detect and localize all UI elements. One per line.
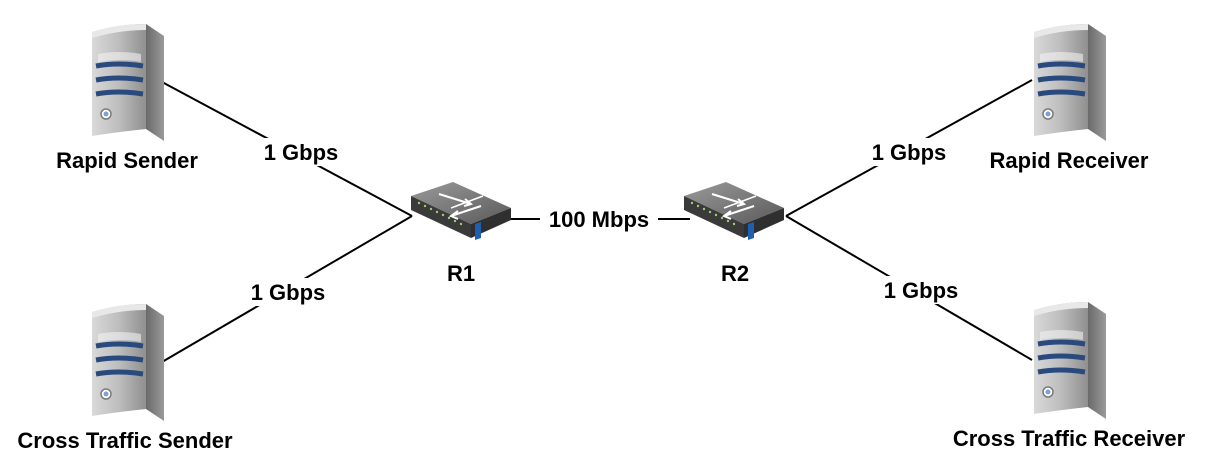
- node-label-r1: R1: [447, 261, 475, 286]
- link-label-r2-cross-receiver: 1 Gbps: [884, 278, 959, 303]
- link-labels: 1 Gbps 1 Gbps 100 Mbps 1 Gbps 1 Gbps: [245, 138, 964, 306]
- node-rapid-receiver: Rapid Receiver: [990, 24, 1149, 173]
- link-label-r2-rapid-receiver: 1 Gbps: [872, 140, 947, 165]
- router-icon: [410, 181, 512, 241]
- node-r1: R1: [410, 181, 512, 286]
- node-label-cross-traffic-sender: Cross Traffic Sender: [17, 428, 233, 453]
- node-label-r2: R2: [721, 261, 749, 286]
- server-icon: [88, 24, 164, 141]
- node-cross-traffic-sender: Cross Traffic Sender: [17, 304, 233, 453]
- link-label-r1-r2: 100 Mbps: [549, 207, 649, 232]
- link-label-cross-sender-r1: 1 Gbps: [251, 280, 326, 305]
- node-cross-traffic-receiver: Cross Traffic Receiver: [953, 302, 1186, 451]
- node-r2: R2: [683, 181, 785, 286]
- server-icon: [1030, 302, 1106, 419]
- node-label-cross-traffic-receiver: Cross Traffic Receiver: [953, 426, 1186, 451]
- server-icon: [1030, 24, 1106, 141]
- node-label-rapid-sender: Rapid Sender: [56, 148, 198, 173]
- router-icon: [683, 181, 785, 241]
- node-label-rapid-receiver: Rapid Receiver: [990, 148, 1149, 173]
- node-rapid-sender: Rapid Sender: [56, 24, 198, 173]
- server-icon: [88, 304, 164, 421]
- link-label-rapid-sender-r1: 1 Gbps: [264, 140, 339, 165]
